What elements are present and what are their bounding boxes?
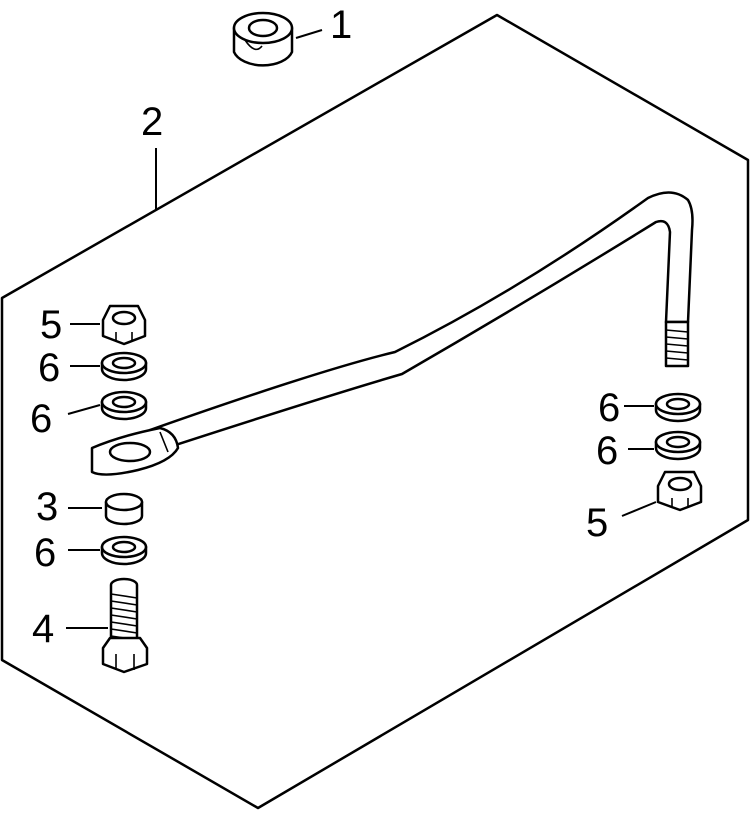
locknut-part-5-right [621, 470, 703, 517]
callout-6-right-a: 6 [598, 386, 620, 430]
callout-5-right: 5 [586, 501, 608, 545]
washer-part-6-left-c [68, 535, 148, 566]
callout-2: 2 [141, 100, 163, 144]
kit-outline [0, 13, 750, 810]
callout-5-left: 5 [40, 303, 62, 347]
washer-part-6-left-a [70, 351, 148, 382]
washer-part-6-left-b [67, 390, 148, 421]
washer-part-6-right-a [624, 392, 702, 423]
callout-6-left-b: 6 [30, 397, 52, 441]
callout-6-right-b: 6 [596, 429, 618, 473]
bushing-part-1 [232, 11, 323, 67]
callout-3: 3 [36, 485, 58, 529]
link-rod [90, 191, 694, 476]
bolt-part-4 [66, 577, 149, 674]
callout-1: 1 [330, 3, 352, 47]
locknut-part-5-left [70, 304, 147, 346]
callout-4: 4 [32, 607, 54, 651]
callout-6-left-a: 6 [38, 346, 60, 390]
washer-part-6-right-b [628, 430, 702, 461]
spacer-part-3 [68, 492, 144, 526]
callout-6-left-c: 6 [34, 531, 56, 575]
